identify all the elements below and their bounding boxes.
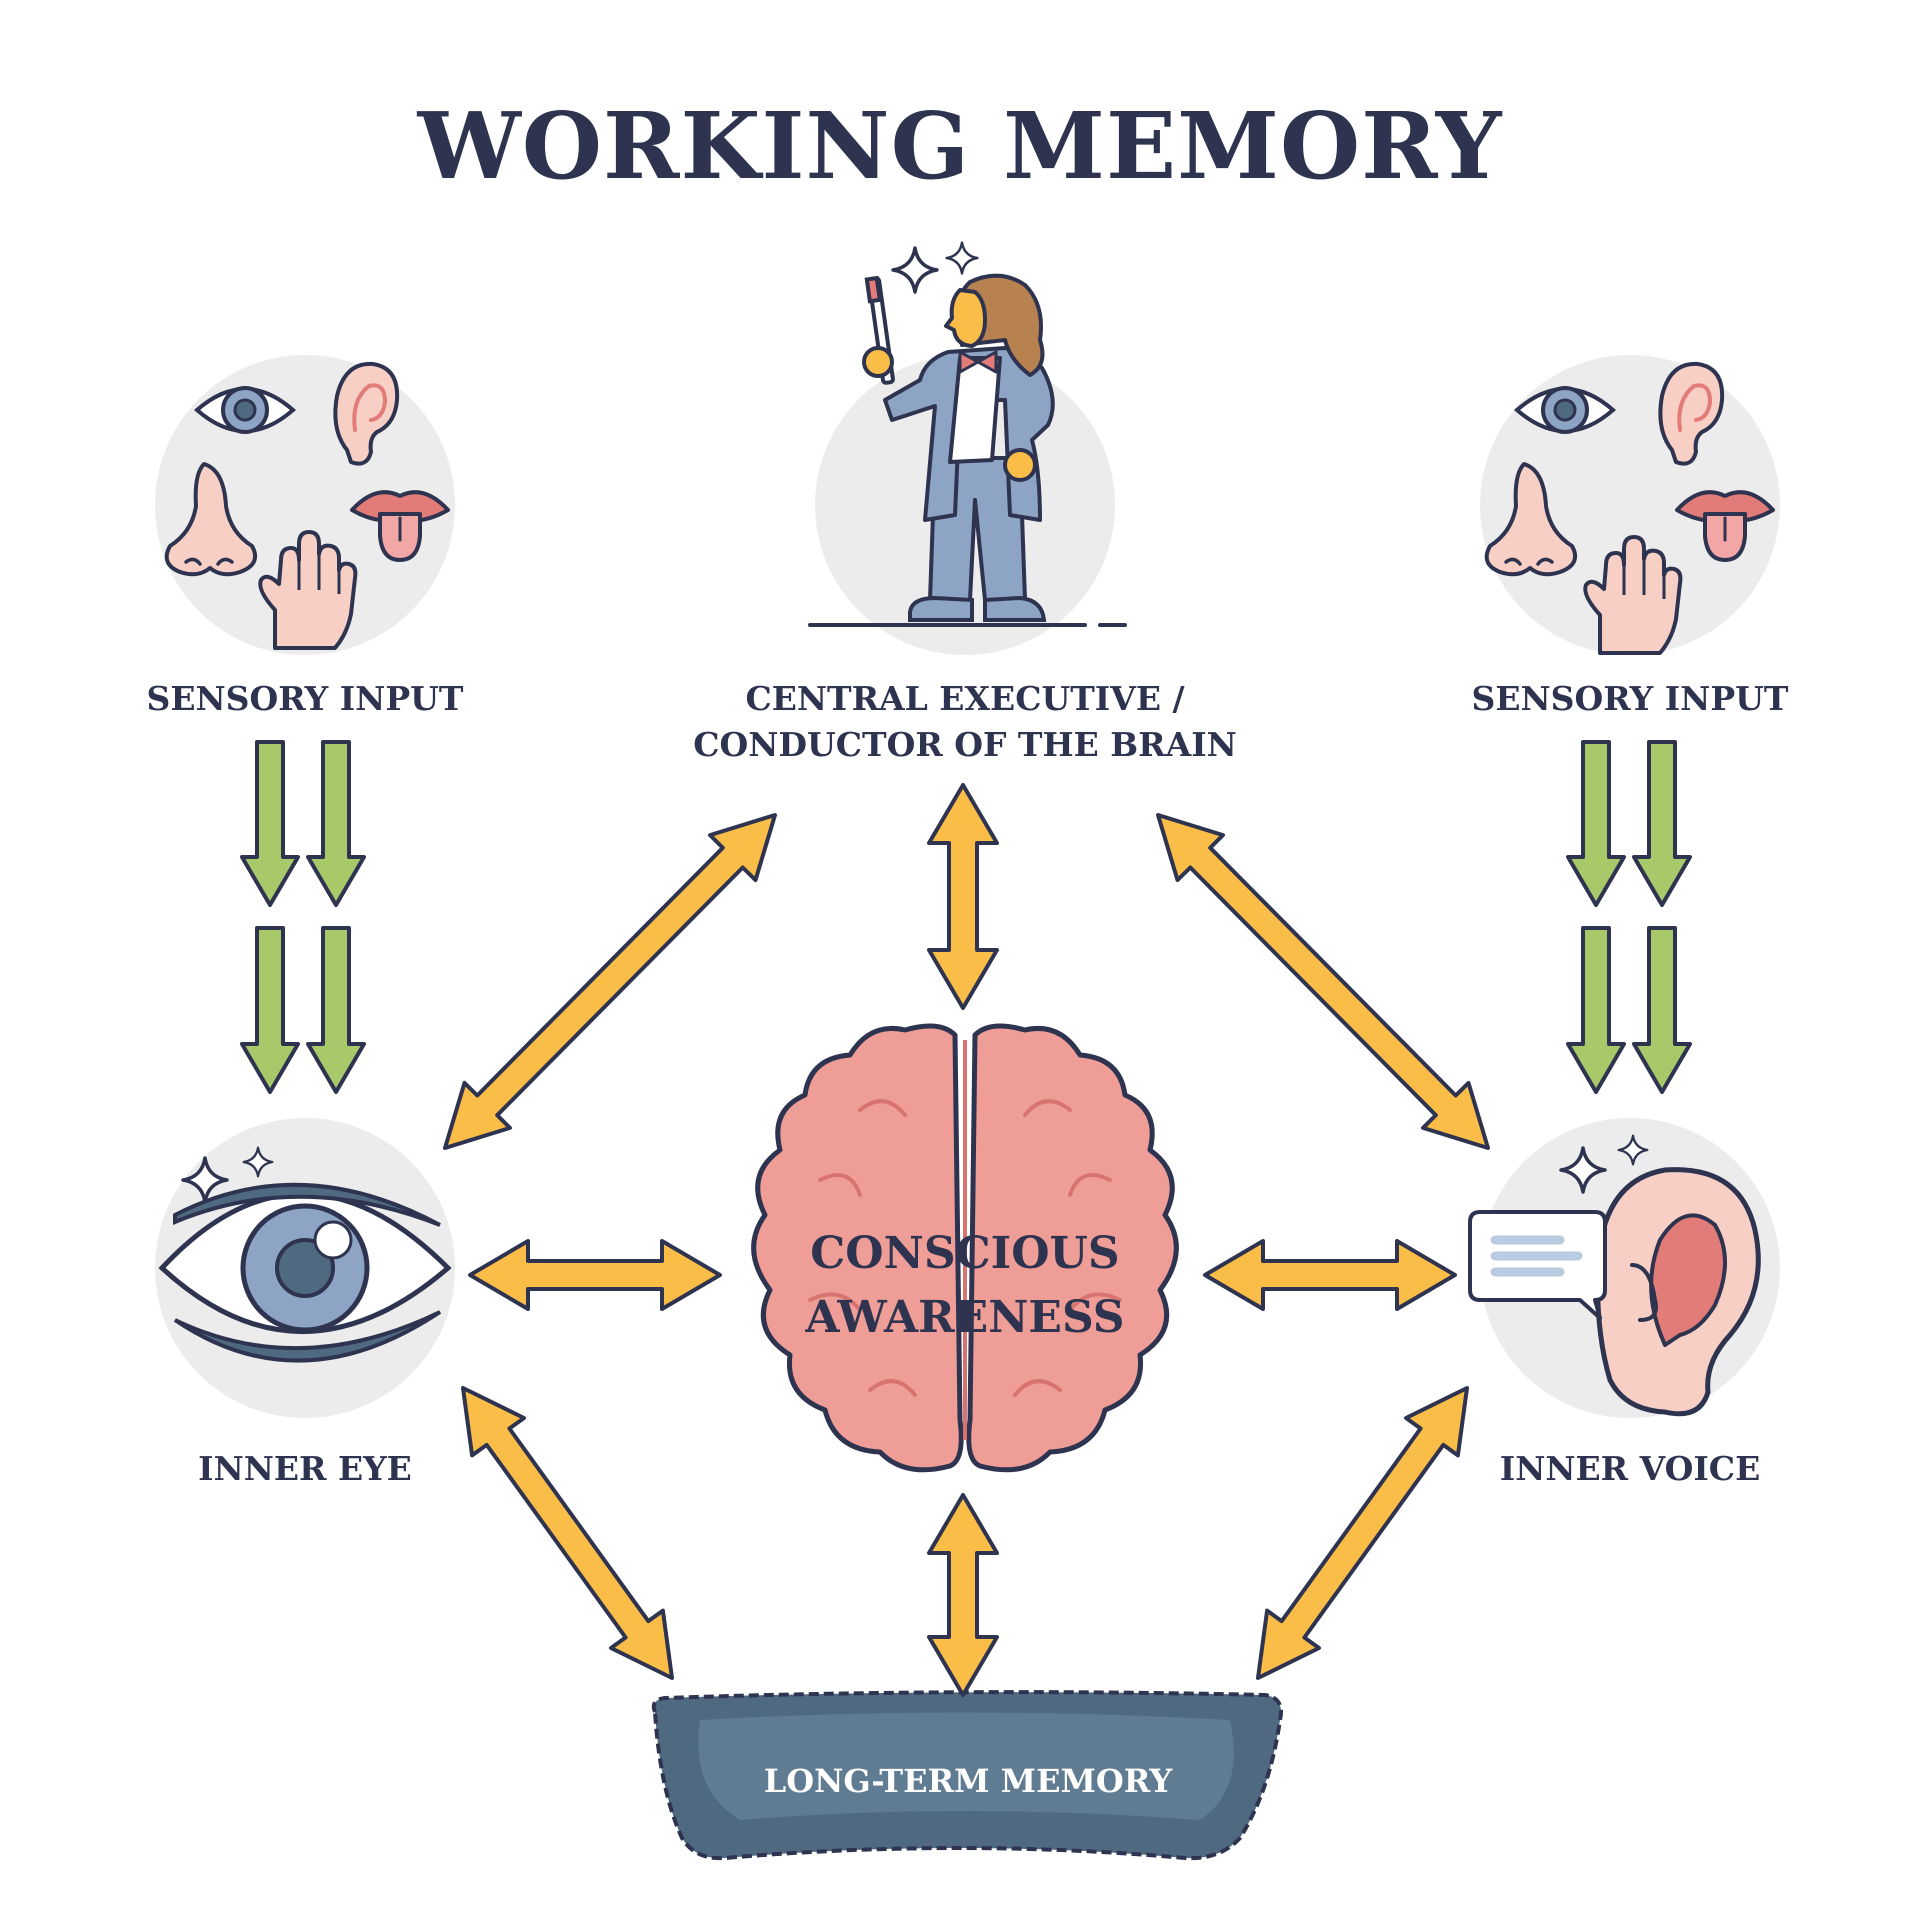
green-down-arrow-3a — [1566, 740, 1626, 907]
inner-voice-label: INNER VOICE — [1500, 1449, 1760, 1488]
connection-arrows — [443, 783, 1490, 1697]
green-down-arrow-1a — [240, 740, 300, 907]
green-down-arrow-4b — [1632, 926, 1692, 1094]
arrow-conscious-to-inner-voice — [1203, 1239, 1457, 1311]
central-executive-label-line1: CENTRAL EXECUTIVE / — [745, 679, 1185, 718]
green-down-arrow-2b — [306, 926, 366, 1094]
central-executive-node — [808, 241, 1127, 655]
arrow-central-to-inner-eye — [443, 813, 777, 1150]
sensory-input-right-node — [1480, 355, 1780, 655]
speech-bubble-icon — [1468, 1210, 1607, 1320]
green-down-arrow-3b — [1566, 926, 1626, 1094]
conscious-awareness-label-line2: AWARENESS — [804, 1292, 1124, 1343]
arrow-inner-eye-to-long-term — [461, 1386, 674, 1680]
central-executive-label-line2: CONDUCTOR OF THE BRAIN — [693, 725, 1237, 764]
ear-icon — [1595, 1167, 1761, 1417]
conductor-icon — [862, 273, 1055, 622]
green-down-arrow-2a — [306, 740, 366, 907]
diagram-title: WORKING MEMORY — [417, 92, 1503, 200]
sensory-input-left-label: SENSORY INPUT — [147, 679, 464, 718]
arrow-inner-voice-to-long-term — [1256, 1386, 1469, 1680]
inner-voice-node — [1468, 1118, 1780, 1418]
arrow-central-to-conscious — [927, 783, 999, 1010]
sensory-input-arrows — [240, 740, 1692, 1094]
inner-eye-node — [155, 1118, 455, 1418]
sensory-input-right-label: SENSORY INPUT — [1472, 679, 1789, 718]
sensory-input-left-node — [155, 355, 455, 655]
sparkle-icon — [945, 241, 979, 275]
arrow-inner-eye-to-conscious — [468, 1239, 722, 1311]
green-down-arrow-4a — [1632, 740, 1692, 907]
long-term-memory-node — [651, 1690, 1283, 1861]
green-down-arrow-1b — [240, 926, 300, 1094]
long-term-memory-label: LONG-TERM MEMORY — [764, 1762, 1174, 1800]
arrow-conscious-to-long-term — [927, 1493, 999, 1697]
arrow-central-to-inner-voice — [1156, 813, 1490, 1150]
inner-eye-label: INNER EYE — [198, 1449, 412, 1488]
brain-icon — [751, 1023, 1179, 1473]
sparkle-icon — [891, 246, 939, 294]
inner-eye-icon — [158, 1182, 452, 1363]
conscious-awareness-label-line1: CONSCIOUS — [810, 1228, 1119, 1279]
